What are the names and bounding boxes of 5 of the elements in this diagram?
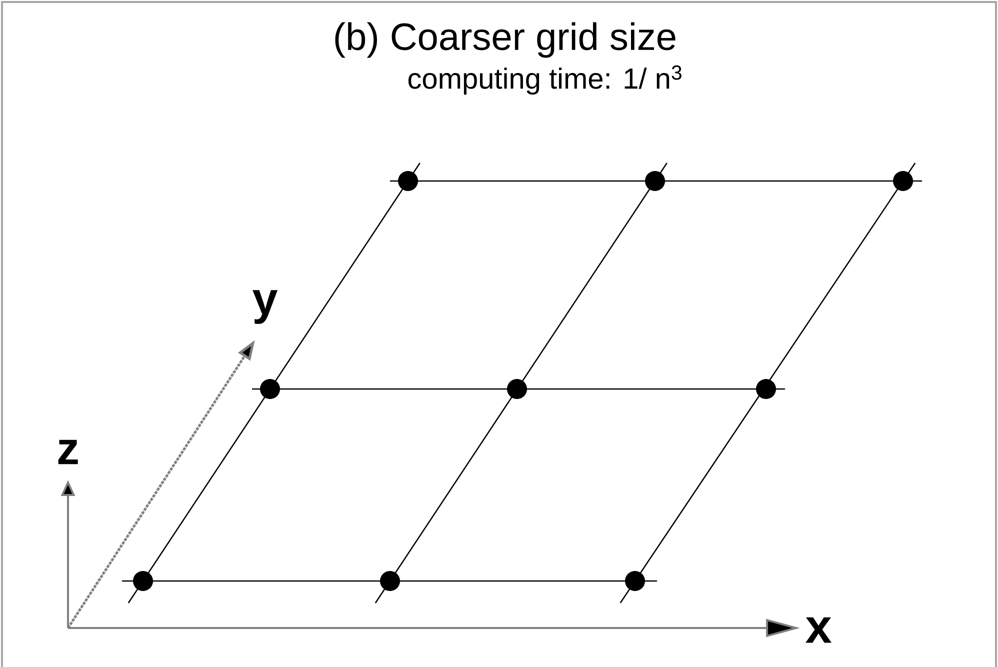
subtitle: computing time: 1/ n$^{3}$ bbox=[408, 65, 682, 95]
axis-label: x bbox=[806, 617, 832, 643]
axis-label: z bbox=[58, 440, 78, 464]
title: (b) Coarser grid size bbox=[335, 22, 676, 58]
axis-label: y bbox=[252, 290, 278, 324]
